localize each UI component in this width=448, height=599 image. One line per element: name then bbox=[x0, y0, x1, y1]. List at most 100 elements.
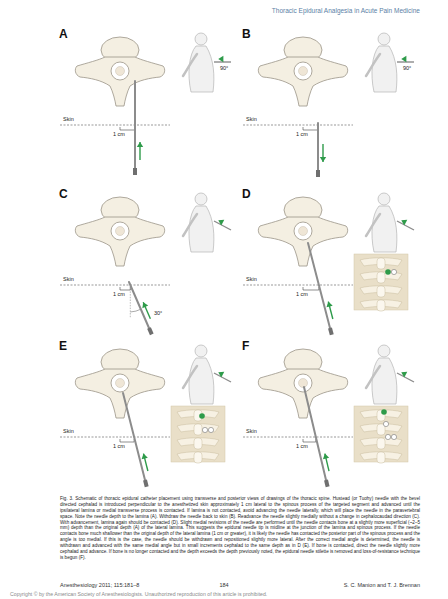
skin-line bbox=[243, 285, 353, 286]
patient-head bbox=[378, 345, 390, 357]
direction-arrow bbox=[143, 302, 150, 319]
spinal-cord bbox=[299, 67, 308, 76]
spinal-canal bbox=[111, 222, 129, 240]
epidural-needle bbox=[134, 81, 136, 168]
dimension-bracket bbox=[303, 439, 316, 442]
panel-letter: D bbox=[242, 188, 251, 200]
arrow-head bbox=[142, 302, 148, 308]
spinal-canal bbox=[294, 222, 312, 240]
arrow-head bbox=[218, 56, 223, 62]
panel-letter: A bbox=[59, 28, 68, 40]
skin-label: Skin bbox=[63, 429, 74, 435]
epidural-needle bbox=[304, 387, 326, 480]
panel-letter: E bbox=[59, 340, 67, 352]
skin-line bbox=[60, 285, 170, 286]
angle-arc bbox=[130, 309, 141, 312]
figure-panel bbox=[60, 193, 231, 334]
spinal-cord bbox=[116, 227, 125, 236]
patient-torso bbox=[372, 206, 397, 252]
needle-hub bbox=[133, 168, 137, 175]
skin-line bbox=[60, 125, 170, 126]
dimension-bracket bbox=[120, 439, 134, 442]
skin-label: Skin bbox=[246, 277, 257, 283]
patient-arm bbox=[183, 54, 197, 76]
patient-arm bbox=[366, 214, 380, 236]
needle-hub bbox=[149, 328, 152, 334]
reference-line bbox=[130, 286, 131, 318]
epidural-needle bbox=[129, 282, 149, 328]
posterior-arch bbox=[258, 57, 347, 106]
patient-arm bbox=[366, 54, 380, 76]
figure-panel bbox=[60, 33, 231, 175]
spinous-process bbox=[194, 424, 202, 435]
dimension-bracket bbox=[120, 287, 130, 290]
posterior-arch bbox=[258, 217, 347, 266]
needle-hub bbox=[330, 328, 332, 335]
needle-position bbox=[199, 413, 205, 419]
posterior-view bbox=[354, 254, 408, 310]
needle-hub bbox=[145, 480, 147, 487]
spinal-canal bbox=[294, 374, 312, 392]
arrow-head bbox=[323, 454, 329, 460]
spinal-cord bbox=[299, 379, 308, 388]
dimension-label: 1 cm bbox=[113, 444, 125, 450]
spinal-canal bbox=[294, 62, 312, 80]
skin-label: Skin bbox=[63, 277, 74, 283]
patient-torso bbox=[372, 46, 397, 92]
dimension-label: 1 cm bbox=[296, 292, 308, 298]
patient-head bbox=[195, 33, 207, 45]
figure-caption: Fig. 3. Schematic of thoracic epidural c… bbox=[60, 496, 420, 561]
skin-line bbox=[243, 437, 353, 438]
posterior-arch bbox=[75, 217, 164, 266]
spinal-cord bbox=[116, 379, 125, 388]
figure-panel bbox=[243, 193, 414, 335]
spinal-cord bbox=[299, 227, 308, 236]
skin-label: Skin bbox=[246, 117, 257, 123]
dimension-label: 1 cm bbox=[113, 132, 125, 138]
panel-letter: F bbox=[242, 340, 249, 352]
figure-panel bbox=[243, 345, 414, 487]
posterior-view bbox=[171, 406, 225, 462]
patient-head bbox=[195, 345, 207, 357]
dimension-label: 1 cm bbox=[113, 292, 125, 298]
spinous-process bbox=[377, 286, 385, 297]
running-head: Thoracic Epidural Analgesia in Acute Pai… bbox=[272, 8, 420, 15]
previous-position bbox=[391, 269, 396, 274]
angle-label: 90° bbox=[403, 66, 411, 72]
spinal-canal bbox=[111, 374, 129, 392]
journal-citation: Anesthesiology 2011; 115:181–8 bbox=[60, 583, 139, 589]
spinous-process bbox=[377, 452, 385, 463]
posterior-arch bbox=[75, 57, 164, 106]
previous-position bbox=[208, 427, 213, 432]
posterior-view bbox=[354, 406, 408, 462]
spinous-process bbox=[377, 258, 385, 269]
patient-torso bbox=[189, 358, 214, 404]
patient-arm bbox=[183, 214, 197, 236]
spinous-process bbox=[377, 272, 385, 283]
copyright-notice: Copyright © by the American Society of A… bbox=[10, 592, 267, 597]
posterior-arch bbox=[75, 369, 164, 418]
patient-torso bbox=[372, 358, 397, 404]
arrow-head bbox=[142, 454, 148, 460]
epidural-needle bbox=[308, 243, 330, 328]
spinous-process bbox=[194, 452, 202, 463]
patient-torso bbox=[189, 46, 214, 92]
spinous-process bbox=[194, 438, 202, 449]
arrow-head bbox=[401, 220, 407, 226]
figure-panel bbox=[60, 345, 231, 487]
dimension-label: 1 cm bbox=[296, 132, 308, 138]
page-number: 184 bbox=[219, 583, 228, 589]
epidural-needle bbox=[123, 393, 145, 480]
previous-position bbox=[385, 434, 390, 439]
patient-arm bbox=[183, 366, 197, 388]
epidural-needle bbox=[317, 123, 319, 170]
spinal-canal bbox=[111, 62, 129, 80]
patient-torso bbox=[189, 206, 214, 252]
panel-letter: C bbox=[59, 188, 68, 200]
patient-head bbox=[378, 193, 390, 205]
dimension-bracket bbox=[303, 287, 319, 290]
author-names: S. C. Manion and T. J. Brennan bbox=[344, 583, 420, 589]
needle-hub bbox=[326, 480, 328, 487]
skin-label: Skin bbox=[246, 429, 257, 435]
needle-position bbox=[381, 409, 387, 415]
